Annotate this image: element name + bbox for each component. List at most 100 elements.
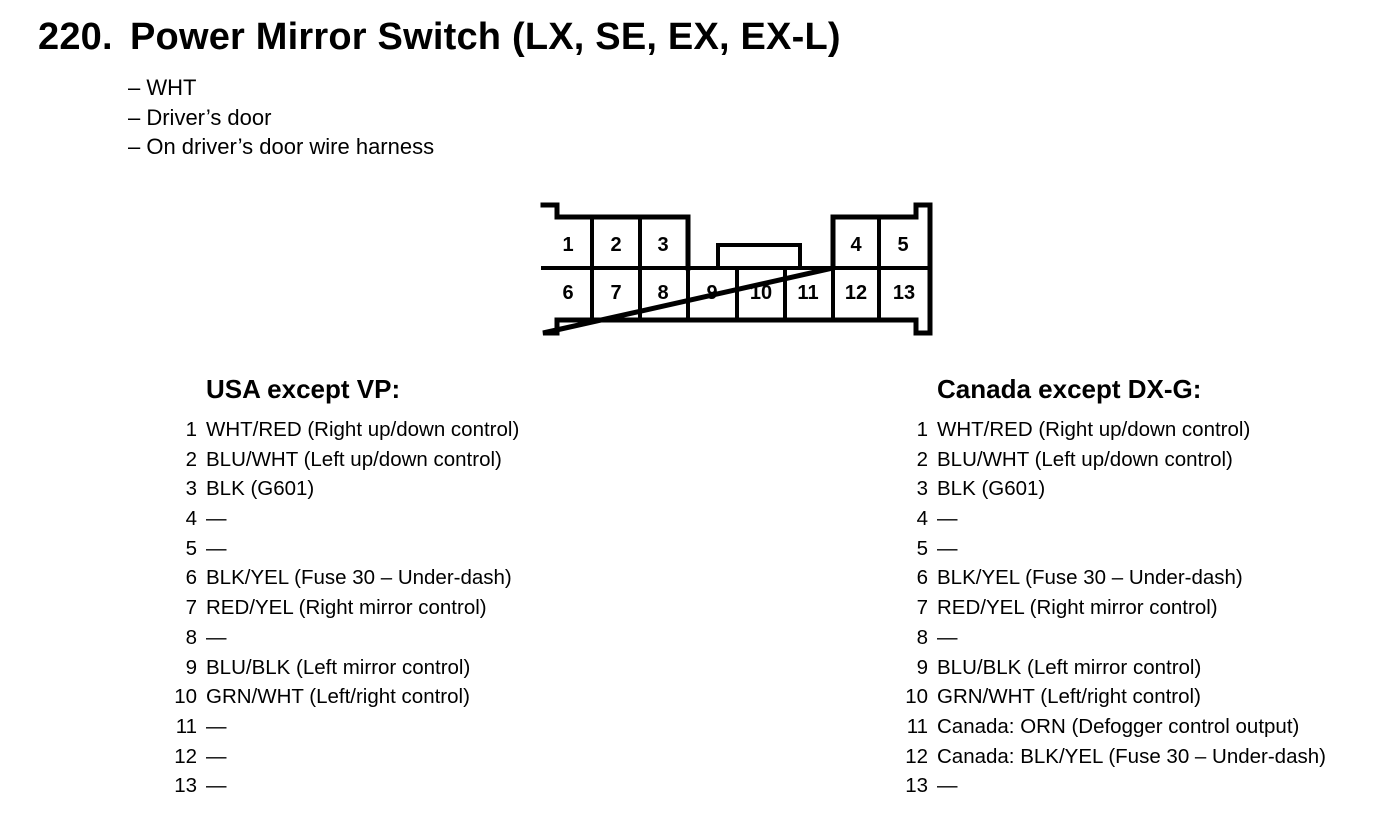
pin-row: 6 BLK/YEL (Fuse 30 – Under-dash) <box>186 563 519 593</box>
pin-description: — <box>206 744 227 768</box>
pin-number: 12 <box>905 744 928 768</box>
pin-number: 5 <box>185 536 197 560</box>
pin-number: 2 <box>916 447 928 471</box>
usa-pin-list: 1 WHT/RED (Right up/down control) 2 BLU/WH… <box>174 415 520 801</box>
pin-row: 10 GRN/WHT (Left/right control) <box>174 682 519 712</box>
pin-description: BLK/YEL (Fuse 30 – Under-dash) <box>206 566 512 590</box>
pin-number: 9 <box>916 655 928 679</box>
pin-number: 13 <box>905 774 928 798</box>
pin-row: 12 Canada: BLK/YEL (Fuse 30 – Under-dash) <box>905 742 1326 772</box>
locking-tab <box>716 243 802 270</box>
pin-description: BLU/BLK (Left mirror control) <box>937 655 1202 679</box>
pin-description: GRN/WHT (Left/right control) <box>937 685 1201 709</box>
cavity-pin-11: 11 <box>797 282 818 304</box>
pin-row: 2 BLU/WHT (Left up/down control) <box>186 445 519 475</box>
cavity-pin-6: 6 <box>562 282 573 304</box>
pin-description: BLU/BLK (Left mirror control) <box>206 655 471 679</box>
detail-color: – WHT <box>128 75 197 100</box>
pin-number: 4 <box>916 507 928 531</box>
pin-row: 2 BLU/WHT (Left up/down control) <box>917 445 1326 475</box>
pin-number: 5 <box>916 536 928 560</box>
pin-number: 10 <box>905 685 928 709</box>
cavity-pin-5: 5 <box>897 234 908 256</box>
pin-row: 9 BLU/BLK (Left mirror control) <box>186 653 519 683</box>
pin-number: 6 <box>185 566 197 590</box>
detail-harness: – On driver’s door wire harness <box>128 134 435 159</box>
pin-row: 8— <box>186 623 519 653</box>
section-number: 220. <box>38 16 113 58</box>
pin-description: BLU/WHT (Left up/down control) <box>937 447 1233 471</box>
pin-number: 7 <box>916 596 928 620</box>
pin-description: — <box>937 774 958 798</box>
pin-description: RED/YEL (Right mirror control) <box>206 596 487 620</box>
pin-description: BLU/WHT (Left up/down control) <box>206 447 502 471</box>
pin-description: BLK (G601) <box>937 477 1046 501</box>
pin-row: 5— <box>917 534 1326 564</box>
pin-number: 8 <box>916 625 928 649</box>
pin-row: 5— <box>186 534 519 564</box>
pin-description: — <box>206 625 227 649</box>
pin-number: 3 <box>185 477 197 501</box>
pin-number: 8 <box>185 625 197 649</box>
usa-heading: USA except VP: <box>206 374 401 404</box>
pin-description: Canada: BLK/YEL (Fuse 30 – Under-dash) <box>937 744 1326 768</box>
pin-row: 4— <box>186 504 519 534</box>
pin-number: 10 <box>174 685 197 709</box>
pin-description: — <box>937 507 958 531</box>
cavity-pin-13: 13 <box>893 282 915 304</box>
connector-outline <box>540 202 933 336</box>
pin-description: — <box>206 507 227 531</box>
pin-row: 3 BLK (G601) <box>186 474 519 504</box>
cavity-pin-3: 3 <box>657 234 668 256</box>
pin-row: 1 WHT/RED (Right up/down control) <box>917 415 1326 445</box>
cavity-pin-7: 7 <box>610 282 621 304</box>
pin-number: 1 <box>916 418 928 441</box>
pin-number: 11 <box>906 714 928 738</box>
pin-description: — <box>206 536 227 560</box>
pin-row: 4— <box>917 504 1326 534</box>
pin-description: RED/YEL (Right mirror control) <box>937 596 1218 620</box>
cavity-pin-12: 12 <box>845 282 867 304</box>
pin-description: GRN/WHT (Left/right control) <box>206 685 470 709</box>
pin-description: WHT/RED (Right up/down control) <box>206 418 520 441</box>
cavity-pin-9: 9 <box>706 282 717 304</box>
usa-pinout: USA except VP: 1 WHT/RED (Right up/down c… <box>174 374 520 801</box>
pin-row: 7 RED/YEL (Right mirror control) <box>186 593 519 623</box>
pin-number: 3 <box>916 477 928 501</box>
pin-description: WHT/RED (Right up/down control) <box>937 418 1251 441</box>
canada-pin-list: 1 WHT/RED (Right up/down control) 2 BLU/WH… <box>905 415 1326 801</box>
section-title: Power Mirror Switch (LX, SE, EX, EX-L) <box>130 16 841 58</box>
pin-description: — <box>937 536 958 560</box>
cavity-pin-10: 10 <box>750 282 772 304</box>
pin-row: 3 BLK (G601) <box>917 474 1326 504</box>
pin-description: — <box>937 625 958 649</box>
pin-row: 9 BLU/BLK (Left mirror control) <box>917 653 1326 683</box>
pin-number: 9 <box>185 655 197 679</box>
pin-row: 8— <box>917 623 1326 653</box>
pin-row: 10 GRN/WHT (Left/right control) <box>905 682 1326 712</box>
cavity-pin-2: 2 <box>610 234 621 256</box>
pin-number: 13 <box>174 774 197 798</box>
pin-row: 7 RED/YEL (Right mirror control) <box>917 593 1326 623</box>
cavity-pin-1: 1 <box>562 234 573 256</box>
page-title: 220. Power Mirror Switch (LX, SE, EX, EX-… <box>38 16 841 59</box>
cavity-pin-4: 4 <box>850 234 862 256</box>
detail-location: – Driver’s door <box>128 104 272 130</box>
pin-number: 11 <box>175 714 197 738</box>
pin-number: 7 <box>185 596 197 620</box>
cavity-pin-8: 8 <box>657 282 668 304</box>
pin-row: 12 — <box>174 742 519 772</box>
pin-row: 11 — <box>176 712 519 742</box>
pin-description: Canada: ORN (Defogger control output) <box>937 714 1300 738</box>
pin-number: 12 <box>174 744 197 768</box>
pin-number: 2 <box>185 447 197 471</box>
pin-description: BLK (G601) <box>206 477 315 501</box>
canada-pinout: Canada except DX-G: 1 WHT/RED (Right up/d… <box>905 374 1326 801</box>
pin-description: — <box>206 714 227 738</box>
pin-number: 6 <box>916 566 928 590</box>
canada-heading: Canada except DX-G: <box>937 374 1202 404</box>
pin-row: 13— <box>174 771 519 801</box>
pin-number: 1 <box>185 418 197 441</box>
